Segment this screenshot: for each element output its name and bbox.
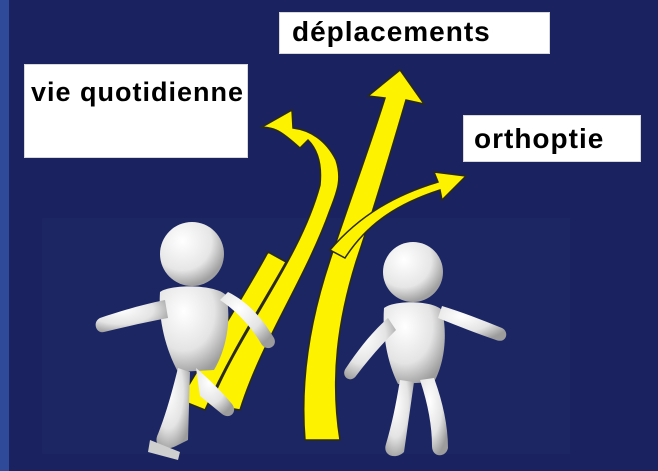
arrows-group	[178, 68, 468, 441]
arrow-path-right	[328, 171, 468, 259]
label-vie-quotidienne: vie quotidienne	[24, 64, 248, 158]
label-orthoptie: orthoptie	[463, 115, 641, 162]
label-deplacements: déplacements	[279, 12, 550, 54]
figure-left	[95, 222, 275, 460]
left-stripe	[0, 0, 9, 471]
arrow-path-left	[208, 108, 340, 411]
arrow-path-main	[303, 68, 426, 441]
figure-right	[344, 242, 507, 457]
